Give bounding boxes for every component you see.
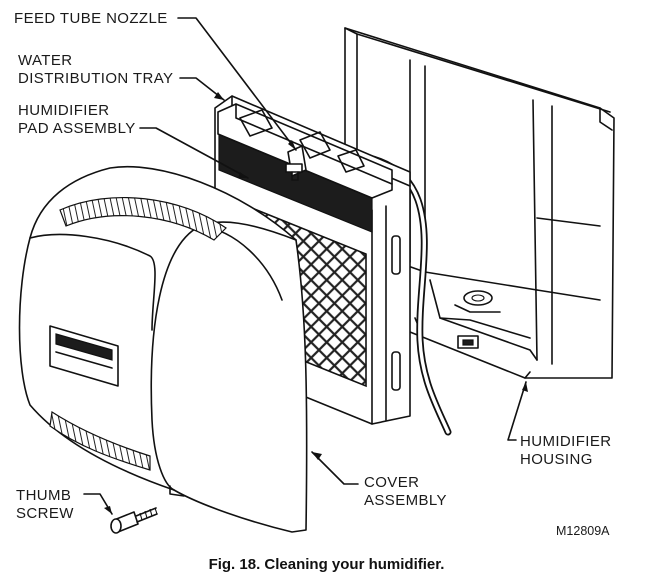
leader-cover-assembly (311, 451, 359, 485)
leader-pad-assembly (139, 127, 249, 179)
label-water-distribution-tray-1: WATER (18, 52, 73, 69)
figure-caption: Fig. 18. Cleaning your humidifier. (208, 556, 445, 573)
leader-thumb-screw (83, 493, 113, 515)
label-housing-2: HOUSING (520, 451, 593, 468)
thumb-screw (110, 507, 158, 534)
label-water-distribution-tray-2: DISTRIBUTION TRAY (18, 70, 173, 87)
leader-water-distribution-tray (179, 77, 225, 101)
label-thumb-screw-2: SCREW (16, 505, 74, 522)
humidifier-housing (344, 27, 615, 379)
label-pad-assembly-2: PAD ASSEMBLY (18, 120, 136, 137)
cover-assembly (18, 165, 308, 533)
label-cover-assembly-2: ASSEMBLY (364, 492, 447, 509)
leader-feed-tube-nozzle (177, 17, 297, 151)
leader-housing (507, 381, 527, 441)
label-housing-1: HUMIDIFIER (520, 433, 612, 450)
figure-code: M12809A (556, 524, 610, 538)
label-thumb-screw-1: THUMB (16, 487, 71, 504)
water-distribution-tray (217, 103, 393, 199)
label-cover-assembly-1: COVER (364, 474, 419, 491)
label-pad-assembly-1: HUMIDIFIER (18, 102, 110, 119)
label-feed-tube-nozzle: FEED TUBE NOZZLE (14, 10, 168, 27)
callout-leaders (83, 17, 528, 515)
